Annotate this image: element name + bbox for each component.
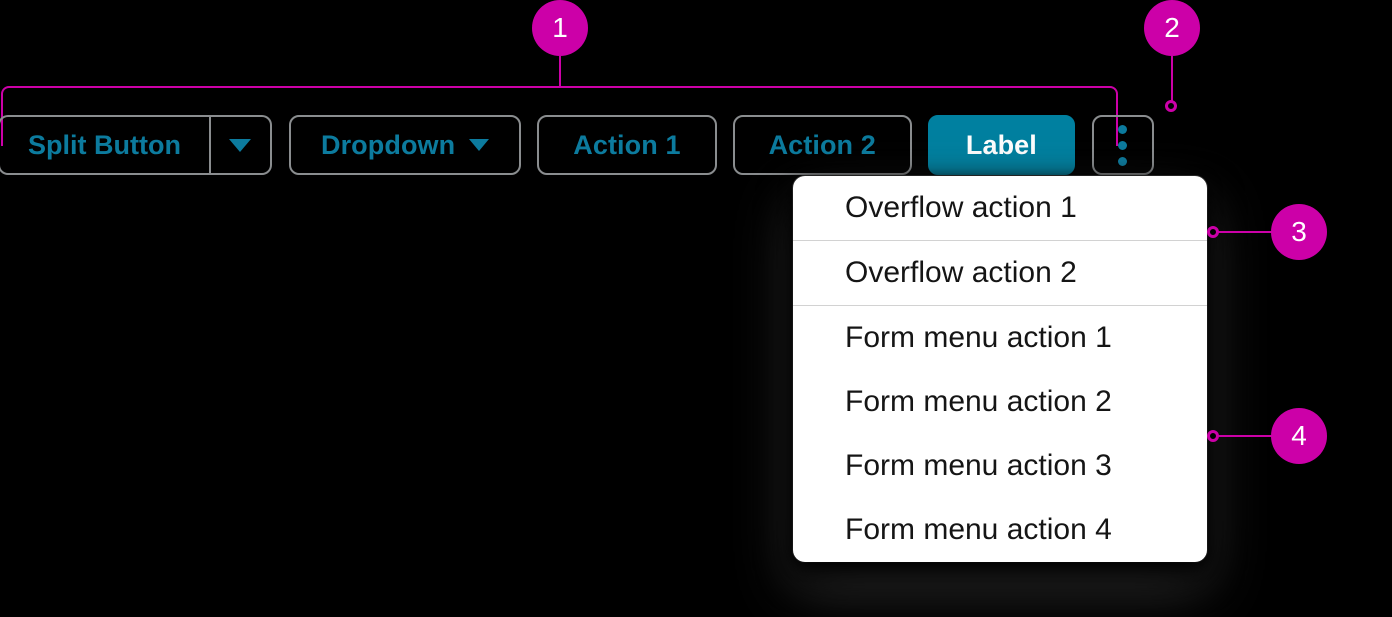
dropdown-button-label: Dropdown — [320, 129, 456, 160]
annotation-badge-2-number: 2 — [1164, 12, 1180, 43]
annotation-badge-3: 3 — [1271, 204, 1327, 260]
overflow-kebab-button[interactable] — [1091, 115, 1154, 175]
split-button-label: Split Button — [28, 129, 181, 160]
annotation-4-line — [1216, 435, 1272, 437]
label-primary-button[interactable]: Label — [927, 115, 1075, 175]
dropdown-button[interactable]: Dropdown — [288, 115, 522, 175]
annotation-1-stem — [559, 56, 561, 88]
caret-down-icon — [229, 138, 252, 152]
menu-item[interactable]: Form menu action 4 — [793, 498, 1207, 562]
menu-item[interactable]: Form menu action 2 — [793, 370, 1207, 434]
annotation-2-line — [1171, 56, 1173, 104]
annotation-3-line — [1216, 231, 1272, 233]
annotation-badge-1: 1 — [532, 0, 588, 56]
annotation-badge-4-number: 4 — [1291, 420, 1307, 451]
caret-down-icon — [469, 139, 490, 151]
split-button-toggle[interactable] — [209, 115, 272, 175]
annotation-2-ring — [1165, 100, 1177, 112]
action-2-label: Action 2 — [768, 129, 876, 160]
menu-item-label: Form menu action 2 — [845, 385, 1112, 418]
menu-item[interactable]: Form menu action 3 — [793, 434, 1207, 498]
label-primary-button-label: Label — [965, 129, 1037, 160]
menu-item[interactable]: Form menu action 1 — [793, 306, 1207, 370]
toolbar: Split Button Dropdown Action 1 Action 2 … — [0, 115, 1154, 175]
kebab-vertical-icon — [1118, 156, 1128, 166]
menu-item-label: Form menu action 1 — [845, 321, 1112, 354]
overflow-menu: Overflow action 1 Overflow action 2 Form… — [793, 176, 1207, 562]
action-2-button[interactable]: Action 2 — [732, 115, 912, 175]
kebab-vertical-icon — [1118, 140, 1128, 150]
menu-item-label: Form menu action 4 — [845, 513, 1112, 546]
annotation-badge-4: 4 — [1271, 408, 1327, 464]
annotation-badge-2: 2 — [1144, 0, 1200, 56]
action-1-button[interactable]: Action 1 — [537, 115, 717, 175]
menu-item[interactable]: Overflow action 1 — [793, 176, 1207, 241]
action-1-label: Action 1 — [573, 129, 681, 160]
menu-item-label: Overflow action 2 — [845, 256, 1077, 289]
annotation-badge-1-number: 1 — [552, 12, 568, 43]
menu-item-label: Overflow action 1 — [845, 191, 1077, 224]
split-button-main[interactable]: Split Button — [0, 115, 210, 175]
menu-item[interactable]: Overflow action 2 — [793, 241, 1207, 306]
split-button[interactable]: Split Button — [0, 115, 272, 175]
menu-item-label: Form menu action 3 — [845, 449, 1112, 482]
annotation-badge-3-number: 3 — [1291, 216, 1307, 247]
kebab-vertical-icon — [1118, 124, 1128, 134]
